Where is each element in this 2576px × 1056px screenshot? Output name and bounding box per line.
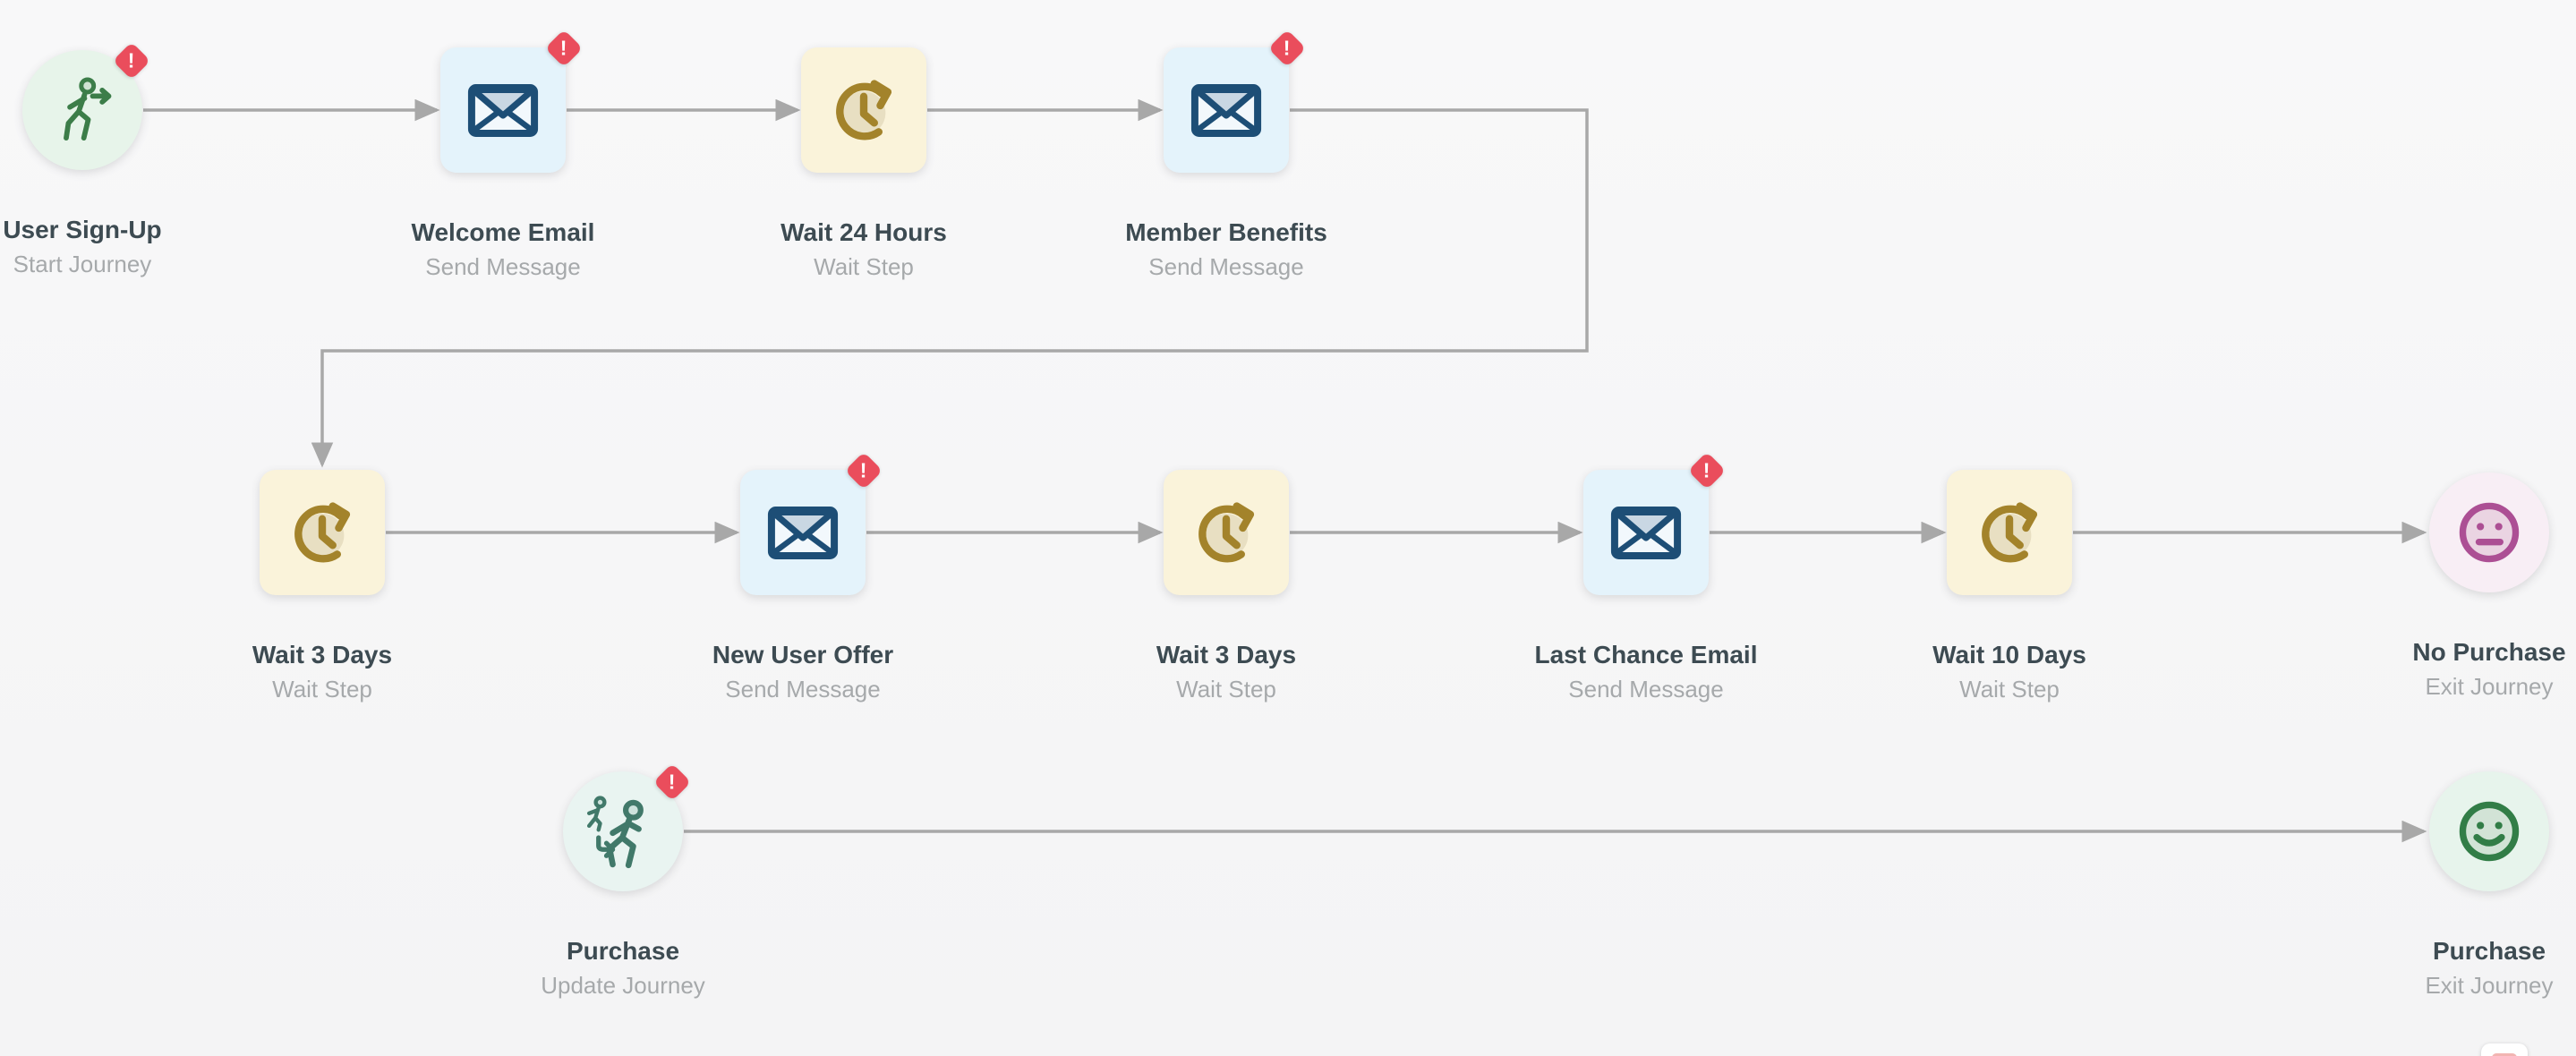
wait-step-shape [801, 47, 926, 173]
alert-badge-symbol: ! [128, 48, 135, 72]
node-subtitle: Send Message [725, 676, 881, 703]
envelope-icon [467, 83, 539, 137]
node-subtitle: Exit Journey [2425, 972, 2554, 999]
send-message-shape [440, 47, 566, 173]
node-subtitle: Wait Step [272, 676, 372, 703]
node-title: Wait 10 Days [1932, 641, 2086, 669]
node-member-benefits[interactable]: ! [1164, 29, 1307, 173]
node-title: Wait 3 Days [252, 641, 393, 669]
node-wait-3-days-1[interactable] [260, 470, 385, 595]
alert-badge-symbol: ! [669, 770, 676, 794]
node-title: Welcome Email [411, 218, 595, 246]
face-meh-icon [2459, 502, 2520, 563]
edge-member-benefits-to-wait-3-days-1 [311, 108, 1589, 468]
wait-step-shape [1947, 470, 2072, 595]
send-message-shape [740, 470, 866, 595]
send-message-shape [1164, 47, 1289, 173]
node-title: Wait 24 Hours [780, 218, 947, 246]
node-subtitle: Update Journey [541, 972, 705, 999]
node-subtitle: Send Message [1568, 676, 1724, 703]
exit-negative-shape [2429, 473, 2549, 592]
node-no-purchase[interactable] [2429, 473, 2549, 592]
wait-step-shape [1164, 470, 1289, 595]
node-wait-3-days-2[interactable] [1164, 470, 1289, 595]
node-subtitle: Send Message [1148, 253, 1304, 280]
node-user-signup[interactable]: ! [22, 41, 151, 170]
alert-badge-symbol: ! [560, 36, 567, 60]
node-title: Last Chance Email [1534, 641, 1758, 669]
clock-rotate-icon [294, 502, 351, 563]
node-subtitle: Exit Journey [2425, 673, 2554, 700]
node-subtitle: Start Journey [13, 251, 152, 277]
person-walking-arrow-right-icon [64, 77, 112, 141]
node-subtitle: Wait Step [1959, 676, 2060, 703]
node-title: Purchase [2432, 937, 2546, 965]
node-title: Member Benefits [1125, 218, 1327, 246]
envelope-icon [1190, 83, 1262, 137]
person-walking-arrow-loop-icon [586, 796, 644, 869]
envelope-icon [767, 506, 839, 559]
node-subtitle: Send Message [425, 253, 581, 280]
clock-rotate-icon [1198, 502, 1255, 563]
node-subtitle: Wait Step [1176, 676, 1276, 703]
clock-rotate-icon [1982, 502, 2038, 563]
node-new-user-offer[interactable]: ! [740, 451, 883, 595]
node-subtitle: Wait Step [814, 253, 914, 280]
node-last-chance-email[interactable]: ! [1583, 451, 1727, 595]
node-welcome-email[interactable]: ! [440, 29, 584, 173]
node-title: Wait 3 Days [1156, 641, 1297, 669]
node-wait-10-days[interactable] [1947, 470, 2072, 595]
node-purchase-update[interactable]: ! [563, 762, 692, 891]
wait-step-shape [260, 470, 385, 595]
node-title: New User Offer [712, 641, 894, 669]
node-title: No Purchase [2412, 638, 2566, 666]
alert-badge-symbol: ! [1284, 36, 1291, 60]
alert-badge-symbol: ! [860, 458, 867, 482]
clock-rotate-icon [836, 80, 892, 141]
canvas-control-button[interactable] [2481, 1043, 2528, 1056]
alert-badge-symbol: ! [1703, 458, 1710, 482]
alert-glyph [2492, 1053, 2517, 1056]
face-smile-icon [2459, 801, 2520, 862]
send-message-shape [1583, 470, 1709, 595]
envelope-icon [1610, 506, 1682, 559]
exit-positive-shape [2429, 771, 2549, 891]
node-title: User Sign-Up [3, 216, 162, 243]
node-wait-24-hours[interactable] [801, 47, 926, 173]
node-purchase-exit[interactable] [2429, 771, 2549, 891]
node-title: Purchase [566, 937, 680, 965]
